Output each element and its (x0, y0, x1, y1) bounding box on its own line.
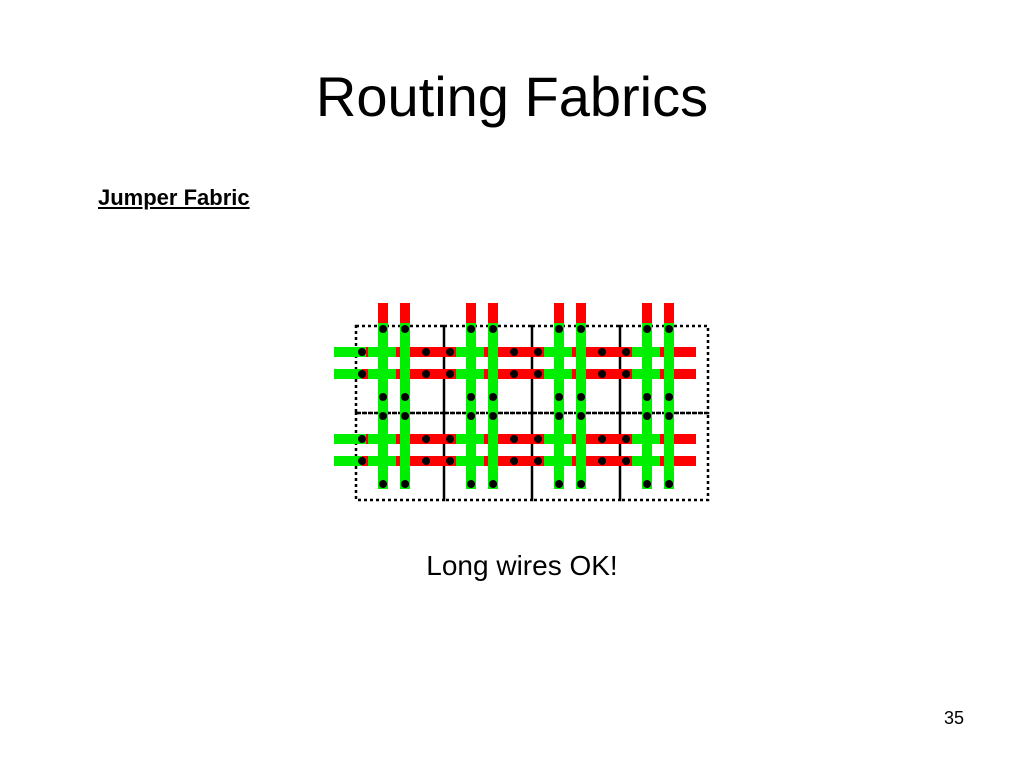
via-dot (622, 435, 630, 443)
via-dot (643, 393, 651, 401)
via-dot (665, 393, 673, 401)
via-dot (622, 348, 630, 356)
caption: Long wires OK! (426, 550, 618, 581)
via-dot (555, 480, 563, 488)
via-dot (489, 480, 497, 488)
via-dot (467, 393, 475, 401)
green-horizontal-wire (334, 347, 366, 357)
via-dot (510, 435, 518, 443)
via-dot (510, 348, 518, 356)
via-dot (446, 435, 454, 443)
via-dot (643, 480, 651, 488)
via-dot (577, 412, 585, 420)
via-dot (467, 325, 475, 333)
via-dot (489, 412, 497, 420)
via-dot (379, 393, 387, 401)
via-dot (534, 348, 542, 356)
via-dot (534, 370, 542, 378)
via-dot (598, 348, 606, 356)
via-dot (665, 325, 673, 333)
via-dot (358, 348, 366, 356)
via-dot (422, 435, 430, 443)
green-vertical-wire (466, 323, 476, 489)
via-dot (379, 412, 387, 420)
via-dot (622, 370, 630, 378)
red-horizontal-wire (356, 456, 696, 466)
via-dot (643, 325, 651, 333)
via-dot (379, 480, 387, 488)
green-vertical-wire (576, 323, 586, 489)
via-dot (422, 457, 430, 465)
via-dot (598, 435, 606, 443)
via-dot (622, 457, 630, 465)
red-horizontal-wire (356, 369, 696, 379)
via-dot (401, 325, 409, 333)
via-dot (467, 480, 475, 488)
via-dot (510, 457, 518, 465)
via-dot (358, 370, 366, 378)
via-dot (555, 412, 563, 420)
green-horizontal-wire (334, 456, 362, 466)
via-dot (555, 393, 563, 401)
slide-subtitle: Jumper Fabric (98, 185, 250, 210)
via-dot (467, 412, 475, 420)
green-vertical-wire (400, 323, 410, 489)
green-vertical-wire (488, 323, 498, 489)
green-horizontal-wire (334, 369, 362, 379)
via-dot (665, 412, 673, 420)
via-dot (401, 412, 409, 420)
via-dot (598, 457, 606, 465)
via-dot (489, 393, 497, 401)
via-dot (534, 457, 542, 465)
via-dot (643, 412, 651, 420)
via-dot (446, 348, 454, 356)
via-dot (358, 435, 366, 443)
via-dot (401, 393, 409, 401)
via-dot (446, 457, 454, 465)
via-dot (577, 480, 585, 488)
green-vertical-wire (642, 323, 652, 489)
red-horizontal-wire (356, 434, 696, 444)
via-dot (577, 393, 585, 401)
via-dot (534, 435, 542, 443)
via-dot (577, 325, 585, 333)
via-dot (422, 348, 430, 356)
green-horizontal-wire (334, 434, 366, 444)
via-dot (401, 480, 409, 488)
green-vertical-wire (664, 323, 674, 489)
green-vertical-wire (378, 323, 388, 489)
via-dot (446, 370, 454, 378)
via-dot (510, 370, 518, 378)
via-dot (422, 370, 430, 378)
red-horizontal-wire (356, 347, 696, 357)
via-dot (489, 325, 497, 333)
via-dot (665, 480, 673, 488)
via-dot (555, 325, 563, 333)
via-dot (379, 325, 387, 333)
green-vertical-wire (554, 323, 564, 489)
slide-title: Routing Fabrics (315, 65, 709, 128)
via-dot (358, 457, 366, 465)
page-number: 35 (943, 708, 964, 728)
via-dot (598, 370, 606, 378)
